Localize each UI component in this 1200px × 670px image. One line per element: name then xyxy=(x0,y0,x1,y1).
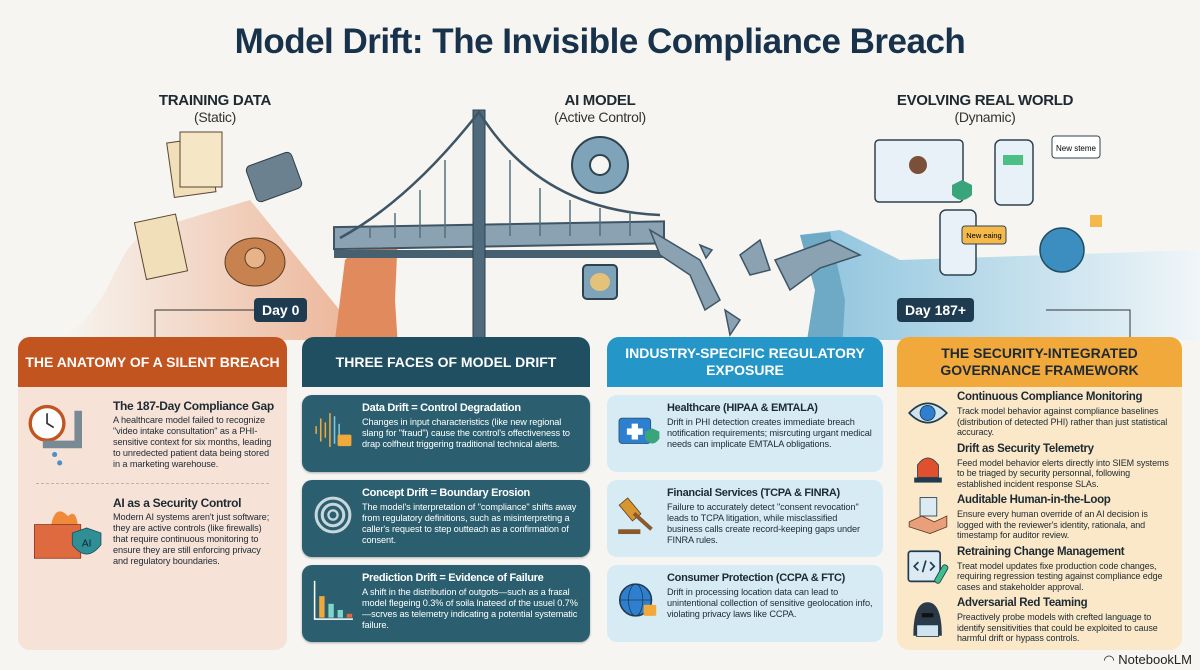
training-data-label: TRAINING DATA(Static) xyxy=(140,92,290,125)
old-documents-icon xyxy=(133,213,189,281)
label-sub: (Static) xyxy=(194,109,236,125)
item-text: Modern AI systems aren't just software; … xyxy=(113,512,270,566)
ai-chip-brain-icon xyxy=(582,264,618,300)
item-title: Data Drift = Control Degradation xyxy=(362,402,521,414)
divider xyxy=(36,483,269,484)
left-cliff-face xyxy=(335,232,398,340)
globe-hands-icon xyxy=(1039,215,1102,273)
real-world-label: EVOLVING REAL WORLD(Dynamic) xyxy=(880,92,1090,125)
globe-lock-icon xyxy=(618,583,657,617)
waveform-lock-icon xyxy=(315,413,352,447)
item-title: Financial Services (TCPA & FINRA) xyxy=(667,487,840,499)
label-text: TRAINING DATA xyxy=(158,92,272,109)
item-text: Drift in processing location data can le… xyxy=(667,587,873,619)
item-text: Feed model behavior elerts directly into… xyxy=(957,457,1169,489)
gear-icon xyxy=(571,136,629,194)
item-title: Continuous Compliance Monitoring xyxy=(957,391,1143,404)
label-sub: (Active Control) xyxy=(554,109,646,125)
handshake-document-icon xyxy=(908,497,948,535)
item-title: Concept Drift = Boundary Erosion xyxy=(362,487,530,499)
smartphone-chat-icon xyxy=(994,139,1034,206)
item-title: Healthcare (HIPAA & EMTALA) xyxy=(667,402,818,414)
connector-line xyxy=(1046,309,1131,340)
new-term-bubble-icon: New steme xyxy=(1051,135,1101,159)
panel-header: THREE FACES OF MODEL DRIFT xyxy=(302,337,590,387)
medical-kit-shield-icon xyxy=(618,417,660,444)
watermark-text: NotebookLM xyxy=(1118,652,1192,667)
day-187-badge: Day 187+ xyxy=(897,298,975,322)
governance-framework-panel: THE SECURITY-INTEGRATED GOVERNANCE FRAME… xyxy=(897,337,1182,650)
panel-header: INDUSTRY-SPECIFIC REGULATORY EXPOSURE xyxy=(607,337,883,387)
item-title: Drift as Security Telemetry xyxy=(957,442,1094,455)
code-window-test-tube-icon xyxy=(907,550,949,584)
gavel-icon xyxy=(618,497,653,535)
declining-bar-chart-icon xyxy=(313,580,353,620)
notebooklm-logo-icon: ◠ xyxy=(1103,652,1119,667)
list-item: Prediction Drift = Evidence of Failure A … xyxy=(302,565,590,642)
svg-text:AI: AI xyxy=(82,538,92,549)
bridge xyxy=(333,109,862,340)
hooded-hacker-laptop-icon xyxy=(913,602,942,637)
clock-leaking-pipe-icon xyxy=(28,404,82,466)
bubble-text: New eaing xyxy=(966,231,1001,240)
notebooklm-watermark: ◠ NotebookLM xyxy=(1103,652,1192,668)
item-text: The model's interpretation of "complianc… xyxy=(362,502,577,545)
right-cliff xyxy=(800,230,1200,340)
item-title: Adversarial Red Teaming xyxy=(957,597,1088,609)
list-item: Consumer Protection (CCPA & FTC) Drift in… xyxy=(607,565,883,642)
label-sub: (Dynamic) xyxy=(954,109,1016,125)
rotary-phone-icon xyxy=(224,237,286,287)
page-title: Model Drift: The Invisible Compliance Br… xyxy=(234,22,966,61)
item-text: Changes in input characteristics (like n… xyxy=(362,417,570,449)
day-0-badge: Day 0 xyxy=(254,298,308,322)
item-text: Preactively probe models with crefted la… xyxy=(957,612,1158,643)
documents-icon xyxy=(166,131,223,199)
concentric-rings-icon xyxy=(314,496,352,534)
drift-types-panel: THREE FACES OF MODEL DRIFT Data Drift = … xyxy=(302,337,590,650)
item-title: Consumer Protection (CCPA & FTC) xyxy=(667,572,846,584)
panel-header: THE ANATOMY OF A SILENT BREACH xyxy=(18,337,287,387)
item-title: AI as a Security Control xyxy=(113,496,242,510)
label-text: EVOLVING REAL WORLD xyxy=(896,92,1074,109)
item-title: Retraining Change Management xyxy=(957,545,1125,558)
alarm-siren-icon xyxy=(914,457,942,483)
item-text: Drift in PHI detection creates immediate… xyxy=(667,417,872,449)
item-text: A healthcare model failed to recognize "… xyxy=(113,415,272,469)
item-text: Ensure every human override of an AI dec… xyxy=(957,509,1148,541)
desk-phone-icon xyxy=(245,151,303,203)
list-item: Financial Services (TCPA & FINRA) Failure… xyxy=(607,480,883,557)
item-title: Prediction Drift = Evidence of Failure xyxy=(362,572,544,584)
telehealth-doctor-icon xyxy=(874,139,972,203)
list-item: The 187-Day Compliance Gap A healthcare m… xyxy=(18,387,287,473)
anatomy-panel: THE ANATOMY OF A SILENT BREACH The 187-D… xyxy=(18,337,287,650)
regulatory-exposure-panel: INDUSTRY-SPECIFIC REGULATORY EXPOSURE He… xyxy=(607,337,883,650)
item-title: The 187-Day Compliance Gap xyxy=(113,399,274,413)
broken-bridge-debris xyxy=(648,228,862,337)
eye-gear-icon xyxy=(908,402,949,424)
firewall-ai-shield-icon: AI xyxy=(34,511,102,559)
item-text: Failure to accurately detect "consent re… xyxy=(667,502,860,545)
list-item: Healthcare (HIPAA & EMTALA) Drift in PHI … xyxy=(607,395,883,472)
label-text: AI MODEL xyxy=(564,92,636,109)
item-text: A shift in the distribution of outgots—s… xyxy=(362,587,578,630)
item-title: Auditable Human-in-the-Loop xyxy=(957,494,1111,507)
panel-header: THE SECURITY-INTEGRATED GOVERNANCE FRAME… xyxy=(897,337,1182,387)
ai-model-label: AI MODEL(Active Control) xyxy=(520,92,680,125)
phone-messages-icon: New eaing xyxy=(939,209,1007,276)
item-text: Track model behavior against compliance … xyxy=(957,406,1168,438)
connector-line xyxy=(154,309,256,340)
item-text: Treat model updates fixe production code… xyxy=(957,560,1163,592)
bubble-text: New steme xyxy=(1056,144,1097,153)
